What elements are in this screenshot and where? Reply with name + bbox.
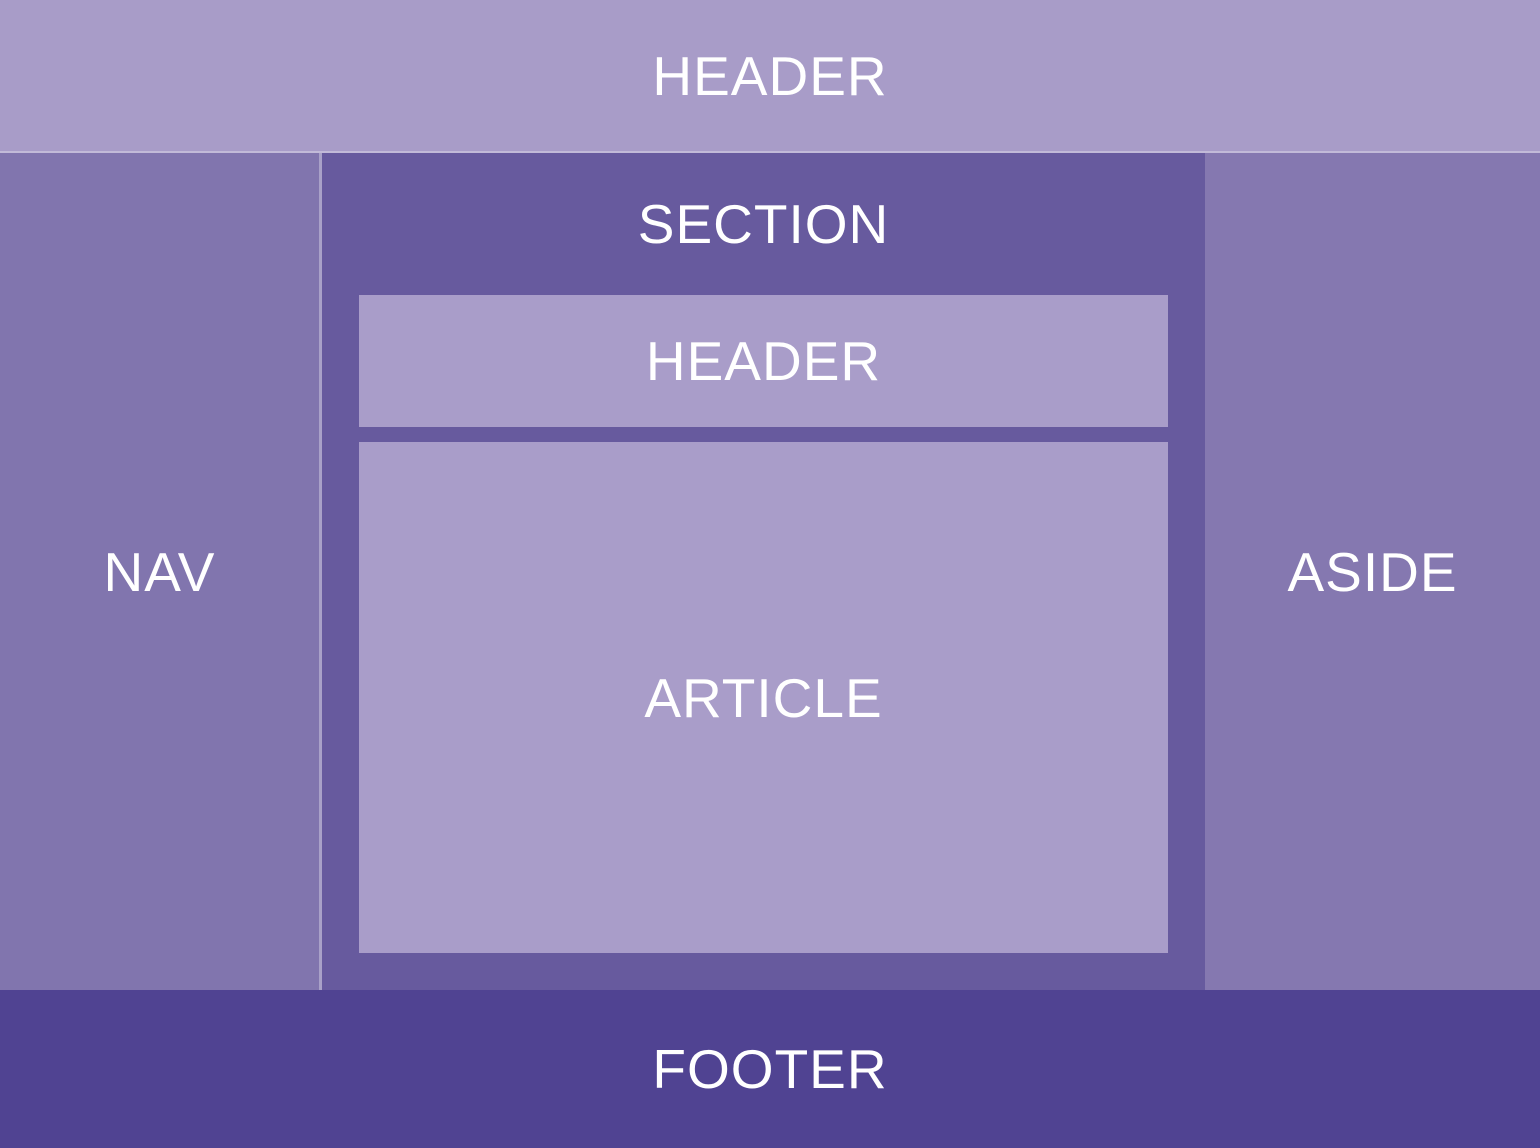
section-header-region: HEADER bbox=[359, 295, 1168, 427]
article-region-label: ARTICLE bbox=[644, 666, 883, 729]
nav-region-label: NAV bbox=[103, 540, 216, 603]
header-region-label: HEADER bbox=[652, 44, 888, 107]
aside-region: ASIDE bbox=[1205, 153, 1540, 990]
section-header-label: HEADER bbox=[645, 330, 882, 392]
footer-region: FOOTER bbox=[0, 990, 1540, 1148]
middle-row: NAV SECTION HEADER ARTICLE ASIDE bbox=[0, 153, 1540, 990]
section-label-area: SECTION bbox=[322, 153, 1205, 295]
aside-region-label: ASIDE bbox=[1287, 540, 1458, 603]
header-region: HEADER bbox=[0, 0, 1540, 153]
footer-region-label: FOOTER bbox=[652, 1038, 888, 1100]
section-region-label: SECTION bbox=[637, 193, 890, 255]
nav-region: NAV bbox=[0, 153, 322, 990]
article-region: ARTICLE bbox=[359, 442, 1168, 953]
section-region: SECTION HEADER ARTICLE bbox=[322, 153, 1205, 990]
